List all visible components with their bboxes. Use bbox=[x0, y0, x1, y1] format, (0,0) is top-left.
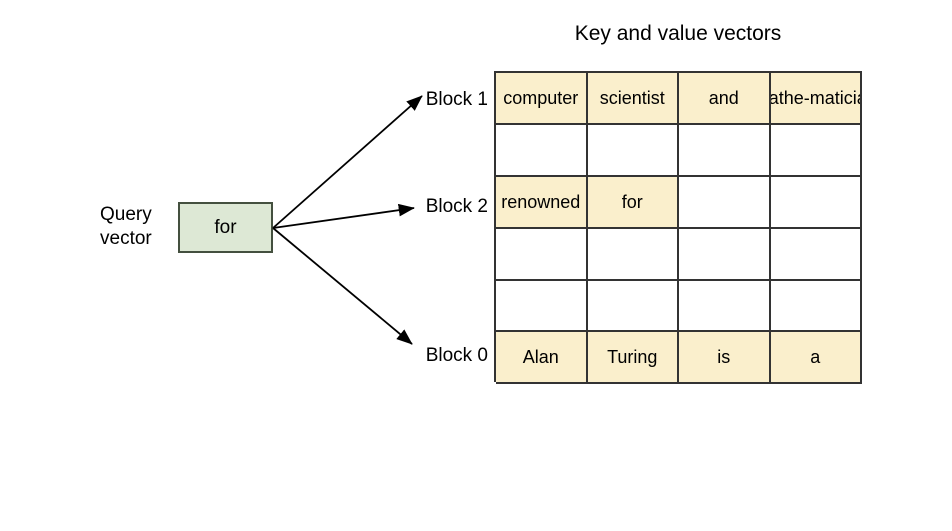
kv-cell-token: Alan bbox=[522, 346, 559, 367]
kv-cell bbox=[679, 177, 771, 229]
key-value-grid: computer scientist and mathe-matician renown… bbox=[494, 71, 862, 384]
kv-cell bbox=[770, 125, 862, 177]
query-vector-token: for bbox=[214, 216, 237, 238]
kv-cell bbox=[496, 229, 588, 281]
kv-cell bbox=[587, 125, 679, 177]
kv-cell-token: Turing bbox=[607, 346, 658, 367]
kv-cell: Turing bbox=[587, 332, 679, 384]
kv-cell-token: and bbox=[708, 87, 739, 108]
arrow-to-block-1 bbox=[272, 95, 423, 229]
kv-cell-token: mathe- bbox=[771, 87, 810, 108]
query-vector-label-line1: Query bbox=[100, 204, 152, 225]
arrow-group bbox=[272, 95, 423, 345]
kv-cell bbox=[770, 281, 862, 332]
kv-cell bbox=[496, 125, 588, 177]
kv-cell-token: scientist bbox=[599, 87, 665, 108]
query-vector-box: for bbox=[178, 202, 273, 253]
kv-cell: is bbox=[679, 332, 771, 384]
kv-cell bbox=[679, 281, 771, 332]
kv-cell-token: a bbox=[810, 346, 821, 367]
grid-title: Key and value vectors bbox=[574, 22, 782, 45]
kv-cell-token: matician bbox=[809, 87, 860, 108]
arrow-to-block-0 bbox=[272, 227, 413, 345]
kv-cell bbox=[587, 281, 679, 332]
kv-cell: for bbox=[587, 177, 679, 229]
kv-cell bbox=[679, 229, 771, 281]
kv-cell-token: computer bbox=[503, 87, 579, 108]
kv-cell bbox=[770, 177, 862, 229]
block-label-block-0: Block 0 bbox=[425, 345, 488, 366]
query-vector-label: Query vector bbox=[100, 203, 172, 251]
kv-cell bbox=[496, 281, 588, 332]
kv-cell: computer bbox=[496, 73, 588, 125]
kv-cell-token: is bbox=[717, 346, 731, 367]
kv-cell: renowned bbox=[496, 177, 588, 229]
kv-cell: Alan bbox=[496, 332, 588, 384]
kv-cell bbox=[679, 125, 771, 177]
kv-cell: a bbox=[770, 332, 862, 384]
kv-cell: and bbox=[679, 73, 771, 125]
kv-cell: mathe-matician bbox=[770, 73, 862, 125]
query-vector-label-line2: vector bbox=[100, 228, 152, 249]
kv-cell bbox=[587, 229, 679, 281]
kv-cell-token: renowned bbox=[501, 191, 581, 212]
block-label-block-1: Block 1 bbox=[425, 89, 488, 110]
kv-cell-token: for bbox=[621, 191, 643, 212]
kv-cell: scientist bbox=[587, 73, 679, 125]
kv-cell bbox=[770, 229, 862, 281]
block-label-block-2: Block 2 bbox=[425, 196, 488, 217]
arrow-to-block-2 bbox=[272, 203, 415, 229]
